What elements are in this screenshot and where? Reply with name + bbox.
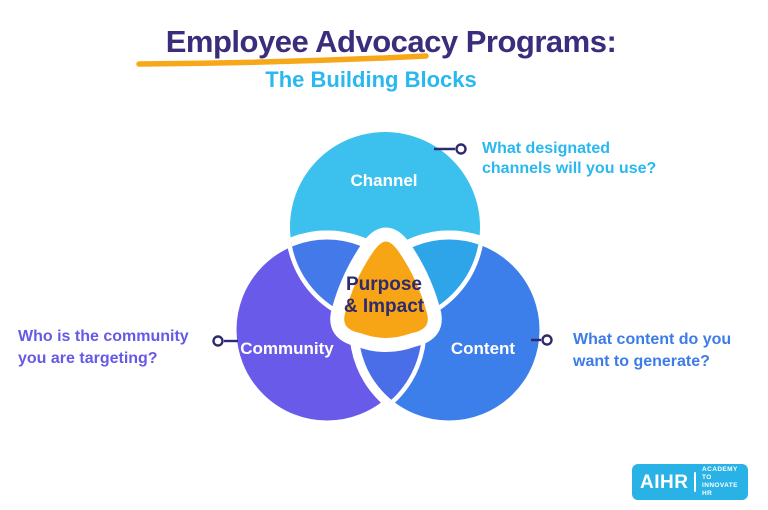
page-title: Employee Advocacy Programs: — [165, 24, 617, 59]
connector-ring-icon — [541, 334, 553, 346]
aihr-logo-tagline-line1: ACADEMY TO — [702, 466, 738, 481]
callout-content-line2: want to generate? — [573, 353, 710, 370]
purpose-impact-label: Purpose & Impact — [344, 274, 424, 318]
callout-community-line1: Who is the community — [18, 328, 189, 345]
callout-channel: What designated channels will you use? — [482, 139, 656, 179]
community-label: Community — [240, 339, 334, 358]
connector-ring-icon — [212, 335, 224, 347]
aihr-logo-brand: AIHR — [640, 471, 689, 493]
connector-community — [212, 335, 238, 347]
connector-content — [531, 334, 553, 346]
purpose-impact-core — [330, 227, 442, 352]
content-label: Content — [450, 339, 516, 358]
callout-community: Who is the community you are targeting? — [18, 326, 189, 370]
callout-channel-line2: channels will you use? — [482, 160, 657, 177]
purpose-impact-line1: Purpose — [345, 274, 423, 295]
callout-content: What content do you want to generate? — [573, 329, 731, 373]
aihr-logo-tagline: ACADEMY TO INNOVATE HR — [702, 466, 740, 498]
aihr-logo-tagline-line2: INNOVATE HR — [702, 482, 738, 497]
aihr-logo: AIHR ACADEMY TO INNOVATE HR — [632, 464, 748, 500]
connector-ring-icon — [455, 143, 467, 155]
logo-divider — [694, 472, 697, 492]
callout-community-line2: you are targeting? — [18, 350, 158, 367]
connector-channel — [434, 143, 467, 155]
channel-label: Channel — [350, 171, 418, 190]
purpose-impact-line2: & Impact — [343, 296, 425, 317]
page-subtitle: The Building Blocks — [265, 67, 477, 92]
title-underline — [136, 53, 429, 67]
callout-content-line1: What content do you — [573, 331, 732, 348]
callout-channel-line1: What designated — [482, 140, 611, 157]
